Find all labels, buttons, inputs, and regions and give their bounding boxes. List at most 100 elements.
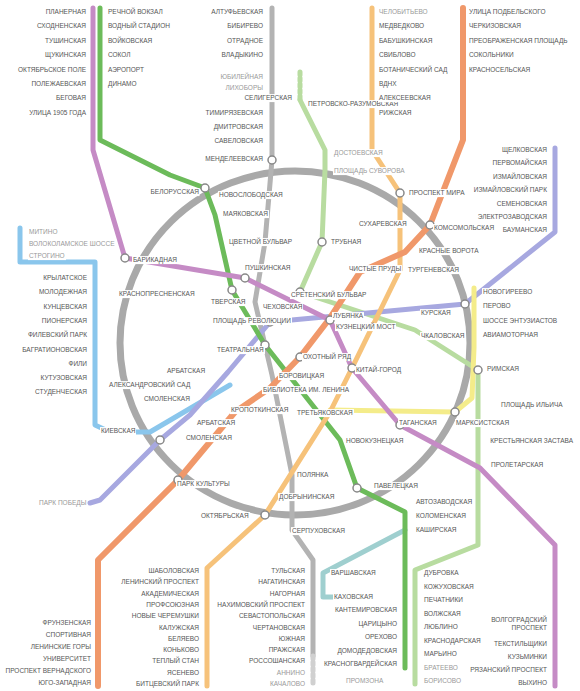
station-label: БЕЛЯЕВО [167, 635, 200, 643]
station-label: ПОЛЕЖАЕВСКАЯ [30, 80, 87, 88]
station-label: БАБУШКИНСКАЯ [378, 37, 433, 45]
station-label: БОРИСОВО [423, 677, 462, 685]
station-label: КРАСНОПРЕСНЕНСКАЯ [118, 290, 196, 298]
station-label: ПЛОЩАДЬ СУВОРОВА [333, 167, 406, 175]
station-label: ВОЛЖСКАЯ [423, 610, 462, 618]
station-label: СЕРПУХОВСКАЯ [291, 527, 346, 535]
station-label: СРЕТЕНСКИЙ БУЛЬВАР [290, 291, 367, 299]
purple-line [93, 8, 555, 686]
station-label: ТРЕТЬЯКОВСКАЯ [296, 409, 354, 417]
station-label: ВЛАДЫКИНО [221, 51, 264, 59]
station-label: БРАТЕЕВО [423, 664, 459, 672]
station-label: РЯЗАНСКИЙ ПРОСПЕКТ [469, 666, 548, 674]
station-label: УНИВЕРСИТЕТ [42, 655, 92, 663]
transfer-dot [461, 300, 469, 308]
station-label: КРОПОТКИНСКАЯ [230, 406, 289, 414]
station-label: ТЕКСТИЛЬЩИКИ [493, 640, 548, 648]
station-label: ЧЕХОВСКАЯ [262, 303, 303, 311]
station-label: ЛИХОБОРЫ [225, 84, 264, 92]
station-label: ЛЕНИНСКИЕ ГОРЫ [30, 643, 92, 651]
station-label: ЯСЕНЕВО [166, 669, 200, 677]
station-label: ВЫХИНО [517, 679, 548, 687]
station-label: ШОССЕ ЭНТУЗИАСТОВ [482, 317, 558, 325]
station-label: ФИЛИ [67, 360, 88, 368]
station-label: ПУШКИНСКАЯ [244, 264, 291, 272]
station-label: МЕДВЕДКОВО [378, 22, 425, 30]
station-label: ВДНХ [378, 80, 398, 88]
station-label: МАРКСИСТСКАЯ [455, 419, 510, 427]
station-label: ТУШИНСКАЯ [44, 37, 87, 45]
transfer-dot [261, 511, 269, 519]
station-label: ПРОМЗОНА [345, 677, 384, 685]
transfer-dot [121, 254, 129, 262]
transfer-dot [318, 238, 326, 246]
station-label: САВЕЛОВСКАЯ [213, 137, 264, 145]
station-label: ПРЕОБРАЖЕНСКАЯ ПЛОЩАДЬ [468, 37, 569, 45]
yellow-line [330, 288, 474, 412]
station-label: СОКОЛЬНИКИ [468, 51, 515, 59]
station-label: УЛИЦА ПОДБЕЛЬСКОГО [468, 8, 546, 16]
station-label: ТУРГЕНЕВСКАЯ [407, 266, 460, 274]
station-label: ТУЛЬСКАЯ [270, 567, 306, 575]
green-line [100, 8, 405, 668]
station-label: БЕЛОРУССКАЯ [150, 188, 200, 196]
station-label: ФИЛЕВСКИЙ ПАРК [27, 331, 88, 339]
station-label: СХОДНЕНСКАЯ [36, 22, 87, 30]
station-label: КУЗНЕЦКИЙ МОСТ [335, 323, 396, 331]
station-label: ПРАЖСКАЯ [268, 646, 306, 654]
station-label: ЧЕРТАНОВСКАЯ [252, 624, 306, 632]
station-label: АЛЕКСЕЕВСКАЯ [378, 94, 432, 102]
station-label: ФРУНЗЕНСКАЯ [42, 619, 92, 627]
station-label: УЛИЦА 1905 ГОДА [28, 109, 87, 117]
station-label: МАРЬИНО [423, 650, 458, 658]
station-label: ПИОНЕРСКАЯ [41, 317, 88, 325]
station-label: ПЛОЩАДЬ РЕВОЛЮЦИИ [212, 317, 292, 325]
transfer-dot [474, 366, 482, 374]
station-label: АЛТУФЬЕВСКАЯ [210, 8, 264, 16]
station-label: ПРОЛЕТАРСКАЯ [490, 461, 544, 469]
station-label: ЧИСТЫЕ ПРУДЫ [348, 265, 402, 273]
station-label: СЕМЕНОВСКАЯ [496, 200, 548, 208]
station-label: ПРОСПЕКТ МИРА [408, 189, 466, 197]
station-label: ПРОФСОЮЗНАЯ [145, 601, 200, 609]
light-blue-line [20, 228, 230, 432]
station-label: ТРУБНАЯ [330, 238, 362, 246]
station-label: БИБИРЕВО [226, 22, 264, 30]
planned-line [311, 656, 316, 686]
station-label: ДОМОДЕДОВСКАЯ [336, 647, 398, 655]
station-label: АРБАТСКАЯ [196, 419, 236, 427]
station-label: БЕГОВАЯ [55, 94, 87, 102]
station-label: НОВЫЕ ЧЕРЕМУШКИ [131, 612, 200, 620]
station-label: ПЕЧАТНИКИ [423, 596, 464, 604]
station-label: ДОСТОЕВСКАЯ [333, 149, 384, 157]
station-label: ЩУКИНСКАЯ [44, 51, 87, 59]
station-label: ПАВЕЛЕЦКАЯ [373, 482, 419, 490]
station-label: ТЕАТРАЛЬНАЯ [216, 346, 265, 354]
station-label: ЧКАЛОВСКАЯ [420, 332, 466, 340]
station-label: КУЗЬМИНКИ [507, 653, 548, 661]
station-label: ЮЖНАЯ [278, 635, 306, 643]
station-label: МЕНДЕЛЕЕВСКАЯ [204, 155, 264, 163]
station-label: ОРЕХОВО [364, 633, 398, 641]
station-label: КАЧАЛОВО [269, 680, 306, 688]
station-label: ДИНАМО [107, 80, 138, 88]
transfer-dot [451, 408, 459, 416]
station-label: НАГАТИНСКАЯ [257, 578, 306, 586]
red-line [98, 8, 463, 686]
station-label: ПАРК КУЛЬТУРЫ [176, 480, 231, 488]
station-label: БАРИКАДНАЯ [132, 256, 178, 264]
transfer-dot [353, 484, 361, 492]
station-label: СМОЛЕНСКАЯ [143, 395, 191, 403]
station-label: АЛЕКСАНДРОВСКИЙ САД [108, 381, 191, 389]
station-label: ВОЙКОВСКАЯ [107, 37, 153, 45]
station-label: БАГРАТИОНОВСКАЯ [21, 346, 88, 354]
station-label: СПОРТИВНАЯ [45, 631, 92, 639]
station-label: БОРОВИЦКАЯ [278, 372, 325, 380]
station-label: СТУДЕНЧЕСКАЯ [34, 388, 88, 396]
station-label: КОЛОМЕНСКАЯ [415, 512, 467, 520]
station-label: СМОЛЕНСКАЯ [185, 434, 233, 442]
station-label: КРАСНОДАРСКАЯ [423, 637, 482, 645]
station-label: ПЛАНЕРНАЯ [45, 8, 87, 16]
